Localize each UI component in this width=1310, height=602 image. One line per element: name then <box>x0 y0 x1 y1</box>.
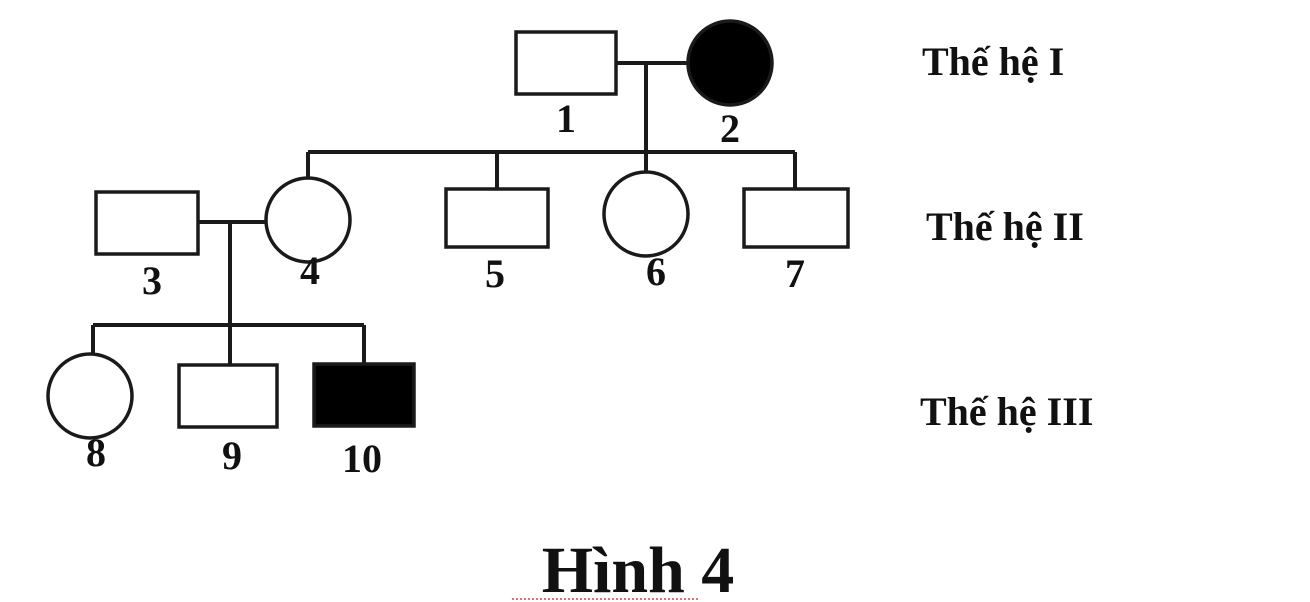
individual-10-male-affected <box>312 362 416 428</box>
label-8: 8 <box>86 430 106 475</box>
label-2: 2 <box>720 106 740 151</box>
figure-title: Hình 4 <box>542 534 735 602</box>
label-5: 5 <box>485 251 505 296</box>
label-4: 4 <box>300 248 320 293</box>
individual-2-female-affected <box>686 19 774 107</box>
individual-1-male <box>514 30 618 96</box>
label-3: 3 <box>142 258 162 303</box>
individual-7-male <box>742 187 850 249</box>
label-6: 6 <box>646 249 666 294</box>
individual-8-female <box>46 352 134 440</box>
label-9: 9 <box>222 433 242 478</box>
generation-label-2: Thế hệ II <box>926 204 1084 249</box>
label-1: 1 <box>556 96 576 141</box>
individual-6-female <box>602 170 690 258</box>
individual-3-male <box>94 190 200 256</box>
individual-9-male <box>177 363 279 429</box>
generation-label-1: Thế hệ I <box>922 39 1064 84</box>
label-7: 7 <box>785 251 805 296</box>
label-10: 10 <box>342 436 382 481</box>
generation-label-3: Thế hệ III <box>920 389 1093 434</box>
individual-5-male <box>444 187 550 249</box>
